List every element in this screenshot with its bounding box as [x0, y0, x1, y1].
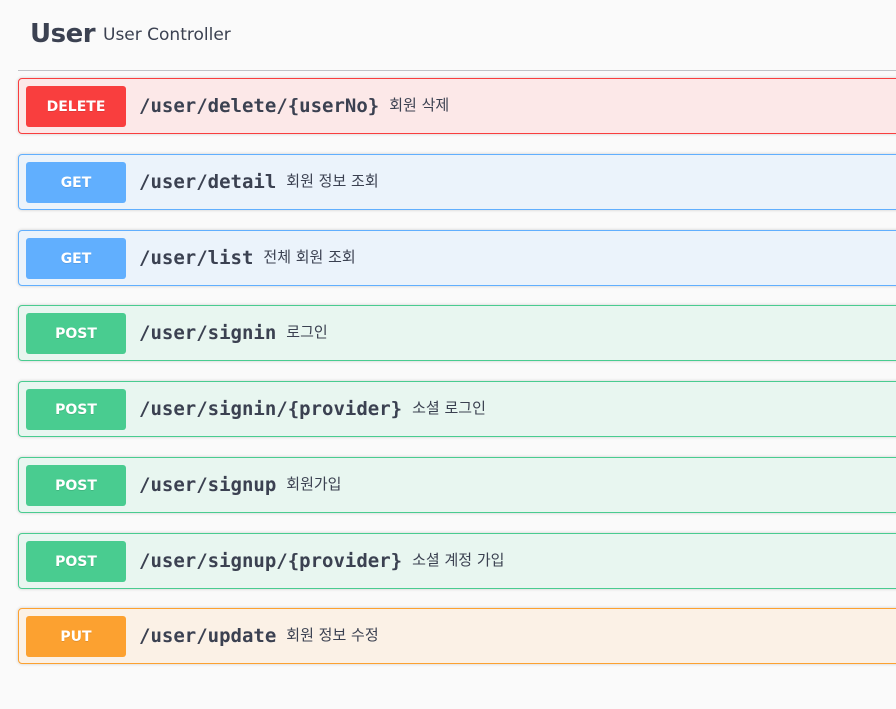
operation-path: /user/list 전체 회원 조회: [139, 247, 356, 269]
method-badge: GET: [26, 162, 126, 203]
operation-get-user-list[interactable]: GET /user/list 전체 회원 조회: [18, 230, 896, 286]
operation-summary: 로그인: [286, 323, 328, 341]
method-badge: DELETE: [26, 86, 126, 127]
operation-get-user-detail[interactable]: GET /user/detail 회원 정보 조회: [18, 154, 896, 210]
operation-path: /user/signup/{provider} 소셜 계정 가입: [139, 550, 504, 572]
path-text: /user/signup/{provider}: [139, 550, 403, 572]
operation-summary: 회원 정보 조회: [286, 172, 379, 190]
operation-summary: 소셜 계정 가입: [412, 551, 505, 569]
method-badge: POST: [26, 389, 126, 430]
tag-title: User: [30, 19, 96, 49]
path-text: /user/signup: [139, 474, 277, 496]
operation-path: /user/detail 회원 정보 조회: [139, 171, 379, 193]
operation-path: /user/signin 로그인: [139, 322, 328, 344]
method-badge: POST: [26, 541, 126, 582]
operation-delete-user[interactable]: DELETE /user/delete/{userNo} 회원 삭제: [18, 78, 896, 134]
operation-path: /user/signup 회원가입: [139, 474, 341, 496]
operation-post-user-signup-provider[interactable]: POST /user/signup/{provider} 소셜 계정 가입: [18, 533, 896, 589]
operation-summary: 회원 정보 수정: [286, 626, 379, 644]
method-badge: PUT: [26, 616, 126, 657]
operation-post-user-signin-provider[interactable]: POST /user/signin/{provider} 소셜 로그인: [18, 381, 896, 437]
path-text: /user/signin: [139, 322, 277, 344]
operation-summary: 전체 회원 조회: [263, 248, 356, 266]
path-text: /user/detail: [139, 171, 277, 193]
operation-summary: 회원가입: [286, 475, 342, 493]
operation-path: /user/signin/{provider} 소셜 로그인: [139, 398, 486, 420]
operation-path: /user/delete/{userNo} 회원 삭제: [139, 95, 449, 117]
method-badge: POST: [26, 465, 126, 506]
method-badge: GET: [26, 238, 126, 279]
operation-summary: 회원 삭제: [389, 96, 450, 114]
method-badge: POST: [26, 313, 126, 354]
tag-section-header[interactable]: User User Controller: [18, 0, 896, 71]
operation-put-user-update[interactable]: PUT /user/update 회원 정보 수정: [18, 608, 896, 664]
operation-post-user-signin[interactable]: POST /user/signin 로그인: [18, 305, 896, 361]
path-text: /user/delete/{userNo}: [139, 95, 380, 117]
path-text: /user/update: [139, 625, 277, 647]
tag-description: User Controller: [103, 25, 231, 45]
path-text: /user/list: [139, 247, 254, 269]
operation-post-user-signup[interactable]: POST /user/signup 회원가입: [18, 457, 896, 513]
operation-path: /user/update 회원 정보 수정: [139, 625, 379, 647]
operation-summary: 소셜 로그인: [412, 399, 486, 417]
path-text: /user/signin/{provider}: [139, 398, 403, 420]
